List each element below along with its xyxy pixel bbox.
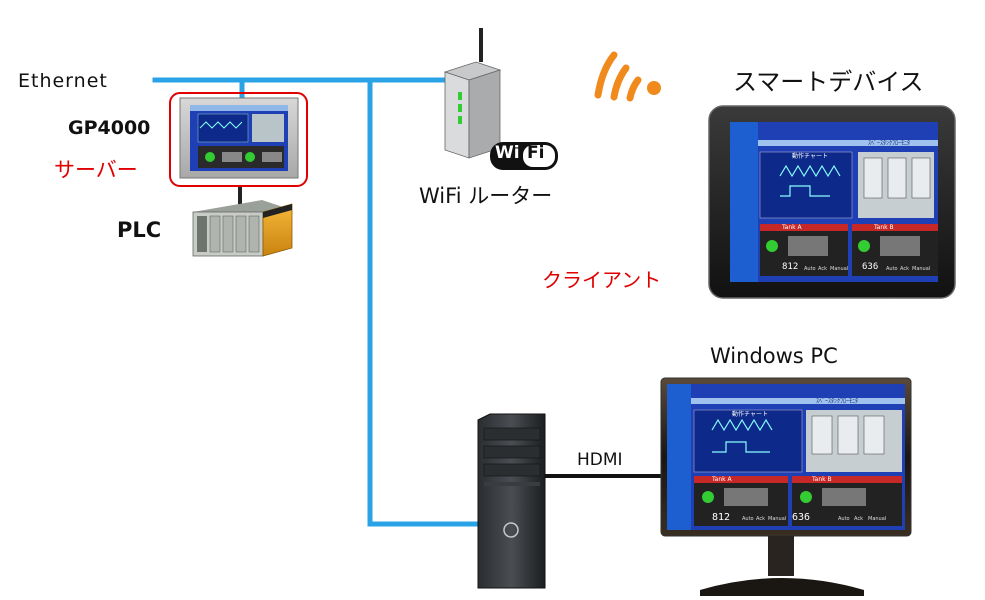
ethernet-label: Ethernet bbox=[18, 70, 108, 92]
tablet-screen-title: ｽﾍﾟｰｽﾀﾝｸﾌﾛｰﾓﾆﾀ bbox=[868, 140, 911, 147]
windows-monitor bbox=[660, 377, 912, 596]
tablet-auto-b: Auto bbox=[886, 266, 898, 272]
plc-device bbox=[192, 200, 293, 257]
monitor-tank-a: Tank A bbox=[712, 476, 732, 483]
smart-device-label: スマートデバイス bbox=[733, 68, 924, 96]
tablet-ack-b: Ack bbox=[900, 266, 909, 272]
signal-dot bbox=[647, 81, 661, 95]
client-label: クライアント bbox=[542, 268, 662, 292]
monitor-ack-b: Ack bbox=[854, 516, 863, 522]
tablet-device bbox=[708, 105, 956, 299]
wifi-router-label: WiFi ルーター bbox=[419, 184, 553, 208]
tablet-auto-a: Auto bbox=[804, 266, 816, 272]
wifi-logo-wi: Wi bbox=[495, 143, 520, 163]
tablet-ack-a: Ack bbox=[818, 266, 827, 272]
server-label: サーバー bbox=[54, 158, 138, 182]
gp4000-label: GP4000 bbox=[68, 117, 151, 139]
monitor-manual-a: Manual bbox=[768, 516, 787, 522]
monitor-auto-b: Auto bbox=[838, 516, 850, 522]
monitor-value-a: 812 bbox=[712, 512, 731, 523]
monitor-chart-title: 動作チャート bbox=[732, 411, 768, 418]
tablet-tank-a: Tank A bbox=[782, 224, 802, 231]
tower-pc bbox=[477, 413, 546, 589]
windows-pc-label: Windows PC bbox=[710, 344, 838, 368]
wifi-logo-fi: Fi bbox=[527, 143, 545, 163]
wifi-router bbox=[443, 28, 502, 159]
wifi-logo bbox=[490, 142, 558, 170]
tablet-value-b: 636 bbox=[862, 262, 879, 272]
tablet-manual-b: Manual bbox=[912, 266, 931, 272]
hdmi-label: HDMI bbox=[577, 450, 623, 470]
tablet-value-a: 812 bbox=[782, 262, 799, 272]
monitor-value-b: 636 bbox=[792, 512, 811, 523]
plc-label: PLC bbox=[117, 218, 162, 242]
monitor-manual-b: Manual bbox=[868, 516, 887, 522]
tablet-tank-b: Tank B bbox=[874, 224, 894, 231]
monitor-auto-a: Auto bbox=[742, 516, 754, 522]
monitor-screen-title: ｽﾍﾟｰｽﾀﾝｸﾌﾛｰﾓﾆﾀ bbox=[816, 398, 859, 405]
ethernet-cable bbox=[152, 77, 481, 527]
tablet-chart-title: 動作チャート bbox=[792, 153, 828, 160]
tablet-manual-a: Manual bbox=[830, 266, 849, 272]
monitor-ack-a: Ack bbox=[756, 516, 765, 522]
monitor-tank-b: Tank B bbox=[812, 476, 832, 483]
wireless-signal-icon bbox=[594, 51, 642, 102]
gp4000-device bbox=[169, 92, 308, 187]
